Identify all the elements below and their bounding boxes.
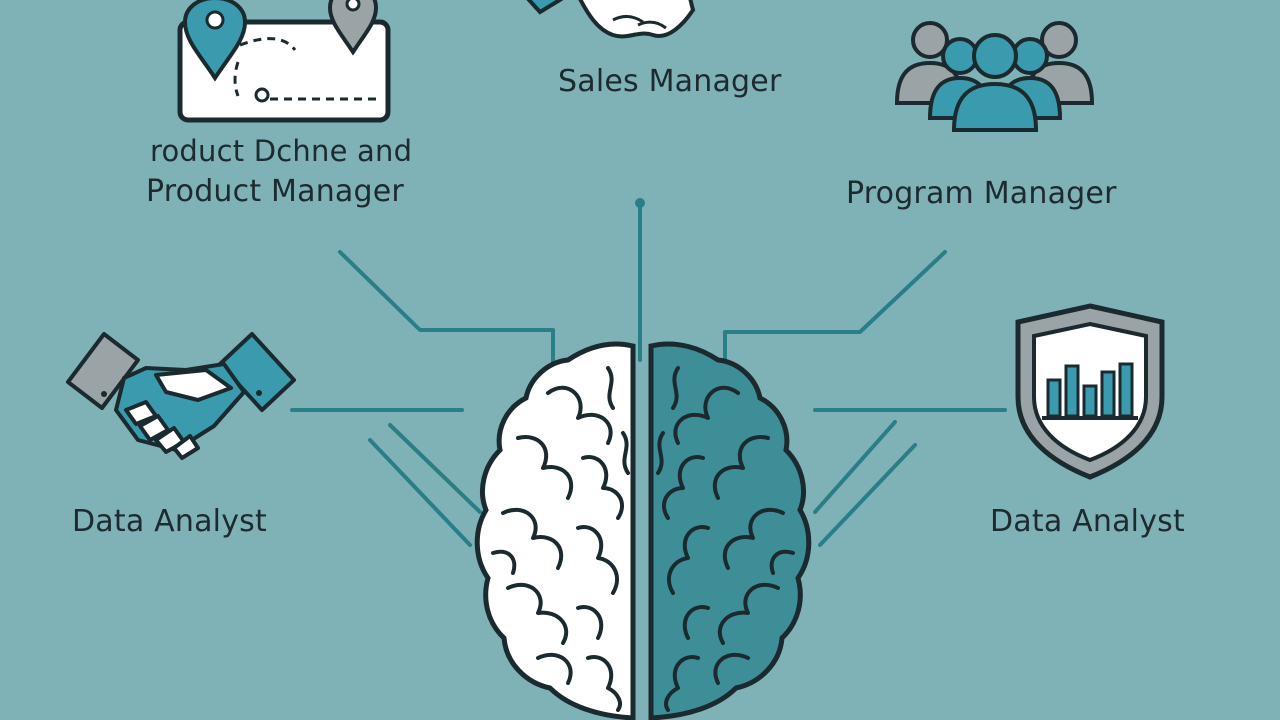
handshake-icon	[66, 330, 296, 465]
product-manager-label: Product Manager	[146, 174, 404, 209]
brain-icon	[468, 338, 818, 720]
data-analyst-left-label: Data Analyst	[72, 504, 267, 539]
program-manager-label: Program Manager	[846, 176, 1117, 211]
data-analyst-right-label: Data Analyst	[990, 504, 1185, 539]
product-line1-label: roduct Dchne and	[150, 134, 413, 168]
shield-chart-icon	[1010, 302, 1170, 482]
handshake-icon	[518, 0, 718, 45]
people-group-icon	[892, 18, 1097, 133]
sales-manager-label: Sales Manager	[558, 64, 782, 99]
map-pin-icon	[170, 0, 400, 130]
